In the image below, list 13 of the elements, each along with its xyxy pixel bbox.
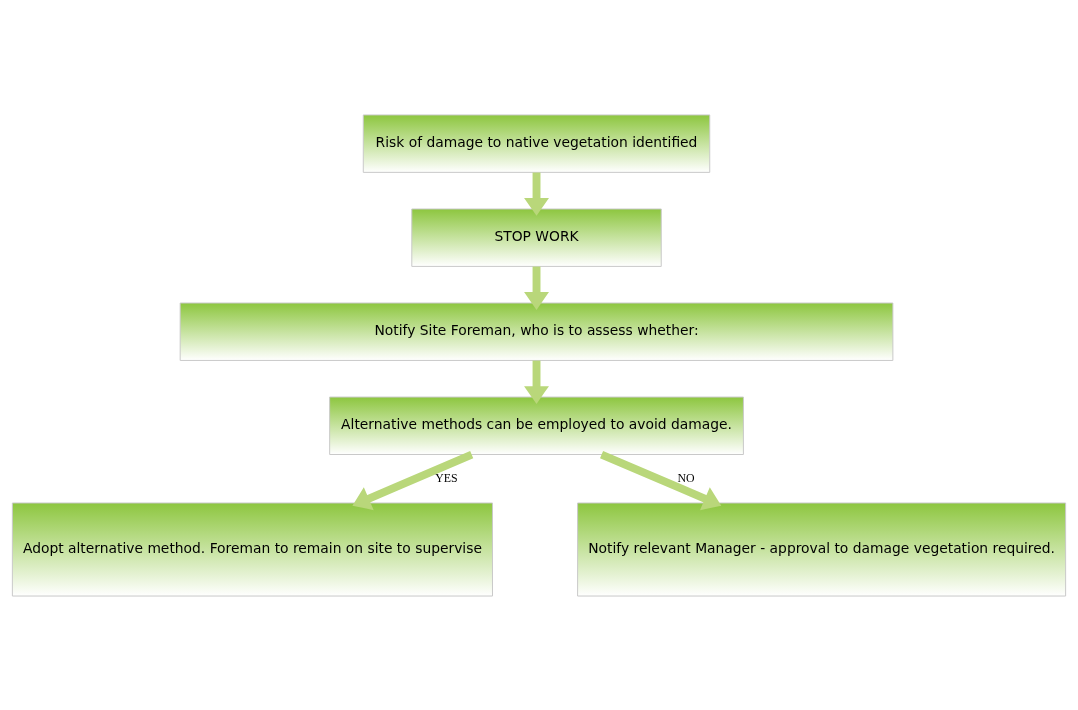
- arrow: [524, 360, 549, 404]
- edge-label: YES: [435, 470, 458, 485]
- edge-label: NO: [677, 470, 695, 485]
- arrow: [524, 266, 549, 310]
- arrow: [524, 172, 549, 216]
- arrow: [600, 450, 722, 510]
- node-box: STOP WORK: [411, 208, 662, 267]
- node-box: Notify Site Foreman, who is to assess whether:: [179, 302, 894, 361]
- node-box: Risk of damage to native vegetation identified: [362, 113, 711, 173]
- arrow: [352, 450, 474, 510]
- node-box: Adopt alternative method. Foreman to remain on site to supervise: [11, 502, 493, 597]
- node-box: Alternative methods can be employed to avoid damage.: [329, 396, 744, 455]
- node-box: Notify relevant Manager - approval to damage vegetation required.: [577, 502, 1067, 597]
